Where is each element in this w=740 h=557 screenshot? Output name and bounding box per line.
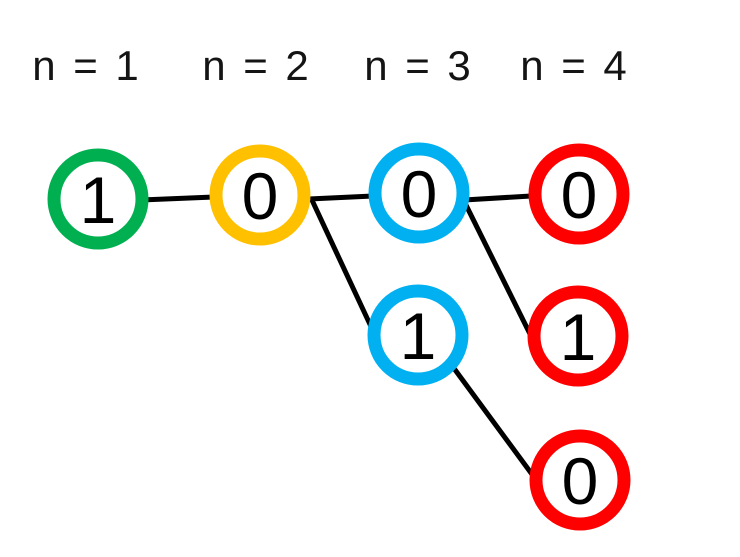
tree-node-n2: 0: [209, 144, 311, 246]
node-label: 0: [561, 158, 598, 232]
node-label: 0: [242, 159, 279, 233]
node-label: 1: [400, 299, 437, 373]
column-header-3: n = 3: [364, 42, 474, 89]
tree-node-n4b: 1: [527, 285, 629, 387]
tree-edge-n2-n3b: [308, 196, 377, 335]
tree-edge-n1-n2: [140, 194, 215, 203]
tree-edge-n3b-n4c: [450, 365, 537, 479]
tree-node-n1: 1: [47, 148, 149, 250]
node-ring-yellow: [209, 144, 311, 246]
column-header-1: n = 1: [32, 42, 142, 89]
node-ring-red: [528, 143, 630, 245]
tree-node-n3a: 0: [368, 142, 470, 244]
node-label: 1: [560, 300, 597, 374]
tree-node-n4a: 0: [528, 143, 630, 245]
column-header-2: n = 2: [202, 42, 312, 89]
node-label: 0: [401, 157, 438, 231]
node-label: 0: [562, 444, 599, 518]
node-ring-blue: [367, 284, 469, 386]
tree-edge-n2-n3a: [308, 193, 374, 202]
tree-edge-n3a-n4a: [463, 193, 532, 203]
node-ring-red: [527, 285, 629, 387]
node-label: 1: [80, 163, 117, 237]
column-header-4: n = 4: [520, 42, 630, 89]
tree-node-n4c: 0: [529, 429, 631, 531]
node-ring-red: [529, 429, 631, 531]
node-ring-green: [47, 148, 149, 250]
node-ring-blue: [368, 142, 470, 244]
tree-node-n3b: 1: [367, 284, 469, 386]
tree-edge-n3a-n4b: [461, 199, 533, 336]
